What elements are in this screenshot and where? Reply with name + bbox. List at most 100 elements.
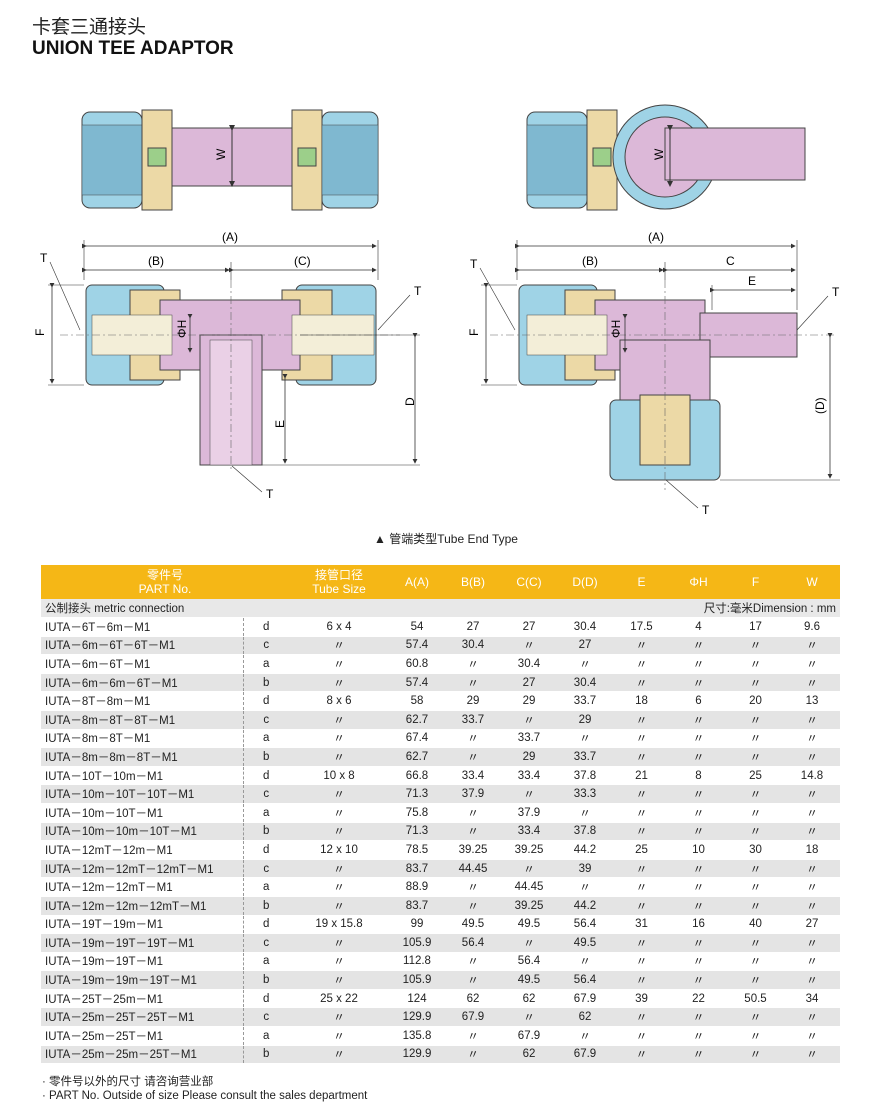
value-cell: 18 (784, 840, 840, 860)
value-cell: 30 (727, 840, 784, 860)
value-cell: 〃 (727, 933, 784, 953)
metric-connection-label: 公制接头 metric connection (41, 599, 501, 618)
type-cell: d (242, 989, 289, 1009)
value-cell: 58 (389, 691, 445, 711)
value-cell: 62.7 (389, 710, 445, 730)
footnote-chinese: · 零件号以外的尺寸 请咨询营业部 (42, 1076, 214, 1088)
value-cell: 〃 (670, 1026, 727, 1046)
value-cell: 〃 (289, 896, 389, 916)
value-cell: 〃 (727, 729, 784, 749)
value-cell: 〃 (289, 952, 389, 972)
value-cell: 40 (727, 915, 784, 935)
value-cell: 10 (670, 840, 727, 860)
part-number-cell: IUTA－12m－12m－12mT－M1 (41, 896, 243, 916)
value-cell: 31 (613, 915, 670, 935)
label-t-1: T (40, 251, 48, 265)
label-f-right: F (467, 329, 481, 336)
label-a-right: (A) (648, 230, 664, 244)
type-cell: a (242, 952, 289, 972)
part-number-cell: IUTA－19T－19m－M1 (41, 915, 243, 935)
part-number-cell: IUTA－8m－8m－8T－M1 (41, 747, 243, 767)
value-cell: 67.9 (501, 1026, 557, 1046)
value-cell: 8 x 6 (289, 691, 389, 711)
part-number-cell: IUTA－6m－6T－6T－M1 (41, 636, 243, 656)
type-cell: b (242, 1045, 289, 1065)
type-cell: c (242, 859, 289, 879)
value-cell: 〃 (289, 654, 389, 674)
value-cell: 〃 (557, 952, 613, 972)
part-number-cell: IUTA－25T－25m－M1 (41, 989, 243, 1009)
value-cell: 25 (613, 840, 670, 860)
table-subheader-row: 公制接头 metric connection 尺寸:毫米Dimension : … (41, 599, 840, 618)
value-cell: 〃 (784, 970, 840, 990)
value-cell: 〃 (501, 933, 557, 953)
value-cell: 21 (613, 766, 670, 786)
value-cell: 〃 (670, 952, 727, 972)
type-cell: c (242, 1007, 289, 1028)
value-cell: 〃 (784, 1007, 840, 1028)
value-cell: 75.8 (389, 803, 445, 823)
label-t-2: T (414, 284, 422, 298)
value-cell: 〃 (784, 1045, 840, 1065)
header-w: W (784, 565, 840, 599)
value-cell: 27 (501, 617, 557, 637)
type-cell: b (242, 970, 289, 990)
type-cell: d (242, 840, 289, 860)
value-cell: 〃 (557, 1026, 613, 1046)
value-cell: 〃 (727, 636, 784, 656)
label-w-right: W (652, 148, 666, 160)
value-cell: 62.7 (389, 747, 445, 767)
value-cell: 〃 (445, 803, 501, 823)
value-cell: 〃 (445, 673, 501, 693)
value-cell: 〃 (613, 747, 670, 767)
value-cell: 67.9 (445, 1007, 501, 1028)
label-phi-h: ΦH (175, 320, 189, 338)
value-cell: 〃 (289, 636, 389, 656)
value-cell: 〃 (670, 822, 727, 842)
header-a: A(A) (389, 565, 445, 599)
type-cell: d (242, 915, 289, 935)
value-cell: 〃 (501, 710, 557, 730)
value-cell: 60.8 (389, 654, 445, 674)
type-cell: d (242, 617, 289, 637)
value-cell: 〃 (727, 822, 784, 842)
value-cell: 27 (557, 636, 613, 656)
value-cell: 20 (727, 691, 784, 711)
value-cell: 25 x 22 (289, 989, 389, 1009)
value-cell: 〃 (727, 747, 784, 767)
value-cell: 〃 (784, 673, 840, 693)
label-b: (B) (148, 254, 164, 268)
header-d: D(D) (557, 565, 613, 599)
header-phi-h: ΦH (670, 565, 727, 599)
value-cell: 9.6 (784, 617, 840, 637)
label-t-5: T (832, 285, 840, 299)
value-cell: 30.4 (501, 654, 557, 674)
label-w: W (214, 148, 228, 160)
value-cell: 29 (501, 691, 557, 711)
type-cell: b (242, 822, 289, 842)
label-e-right: E (748, 274, 756, 288)
value-cell: 〃 (613, 1045, 670, 1065)
value-cell: 〃 (501, 784, 557, 804)
type-cell: d (242, 691, 289, 711)
value-cell: 4 (670, 617, 727, 637)
value-cell: 〃 (501, 1007, 557, 1028)
value-cell: 〃 (670, 729, 727, 749)
type-cell: a (242, 877, 289, 897)
value-cell: 〃 (784, 877, 840, 897)
value-cell: 99 (389, 915, 445, 935)
type-cell: b (242, 747, 289, 767)
value-cell: 〃 (289, 822, 389, 842)
value-cell: 14.8 (784, 766, 840, 786)
value-cell: 33.4 (445, 766, 501, 786)
type-cell: b (242, 673, 289, 693)
